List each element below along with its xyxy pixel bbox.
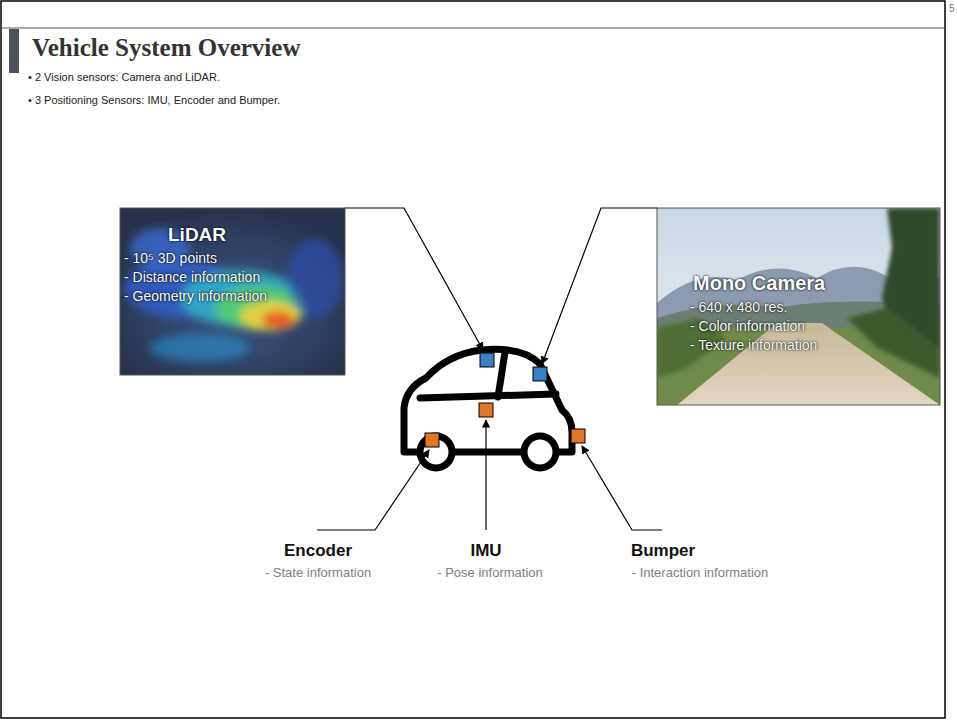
slide-title: Vehicle System Overview: [32, 34, 300, 62]
sensor-description: - Interaction information: [632, 565, 769, 580]
sensor-name: IMU: [470, 541, 501, 561]
title-bar: [9, 29, 19, 73]
sensor-feature: - 10⁵ 3D points: [124, 249, 345, 268]
camera-sensor-mark: [533, 367, 547, 381]
sensor-feature: - Texture information: [690, 336, 940, 355]
sensor-feature: - Color information: [690, 317, 940, 336]
camera-image-border: [657, 208, 940, 405]
sensor-name: Encoder: [284, 541, 352, 561]
bullet-point: • 3 Positioning Sensors: IMU, Encoder an…: [28, 94, 280, 106]
imu-sensor-mark: [479, 403, 493, 417]
leader-line: [485, 420, 486, 530]
lidar-image: [120, 208, 345, 375]
leader-line: [345, 208, 483, 350]
sensor-description: - State information: [265, 565, 371, 580]
encoder-sensor-mark: [425, 433, 439, 447]
leader-line: [317, 450, 429, 530]
bullet-point: • 2 Vision sensors: Camera and LiDAR.: [28, 71, 220, 83]
lidar-info-panel: LiDAR - 10⁵ 3D points- Distance informati…: [120, 208, 345, 375]
header-rule: [1, 28, 945, 29]
sensor-feature: - Distance information: [124, 268, 345, 287]
bumper-sensor-mark: [571, 429, 585, 443]
camera-image: [657, 208, 940, 405]
sensor-heading: Mono Camera: [693, 270, 940, 296]
camera-info-panel: Mono Camera - 640 x 480 res.- Color infor…: [657, 208, 940, 405]
lidar-image-border: [120, 208, 345, 375]
sensor-feature: - Geometry information: [124, 287, 345, 306]
sensor-description: - Pose information: [437, 565, 543, 580]
leader-line: [582, 446, 662, 530]
sensor-feature: - 640 x 480 res.: [690, 298, 940, 317]
sensor-name: Bumper: [631, 541, 695, 561]
leader-line: [542, 208, 657, 364]
sensor-heading: LiDAR: [168, 222, 345, 247]
page-number: 5: [949, 3, 955, 14]
lidar-sensor-mark: [480, 353, 494, 367]
